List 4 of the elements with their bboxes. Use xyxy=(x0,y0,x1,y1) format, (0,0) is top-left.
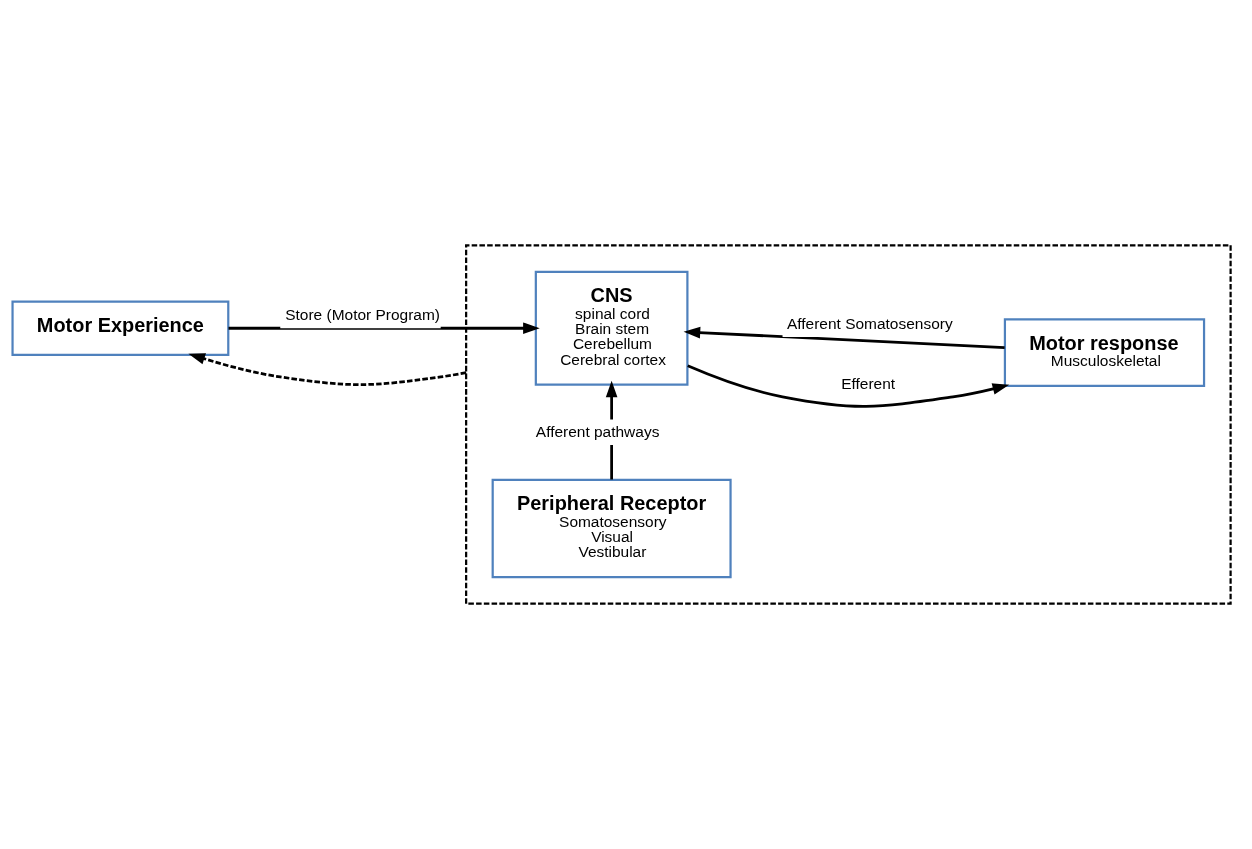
edge-label: Store (Motor Program) xyxy=(285,306,440,324)
edge-label: Efferent xyxy=(841,374,896,392)
edge-label: Afferent pathways xyxy=(535,422,660,440)
edge-label: Afferent Somatosensory xyxy=(786,315,953,333)
